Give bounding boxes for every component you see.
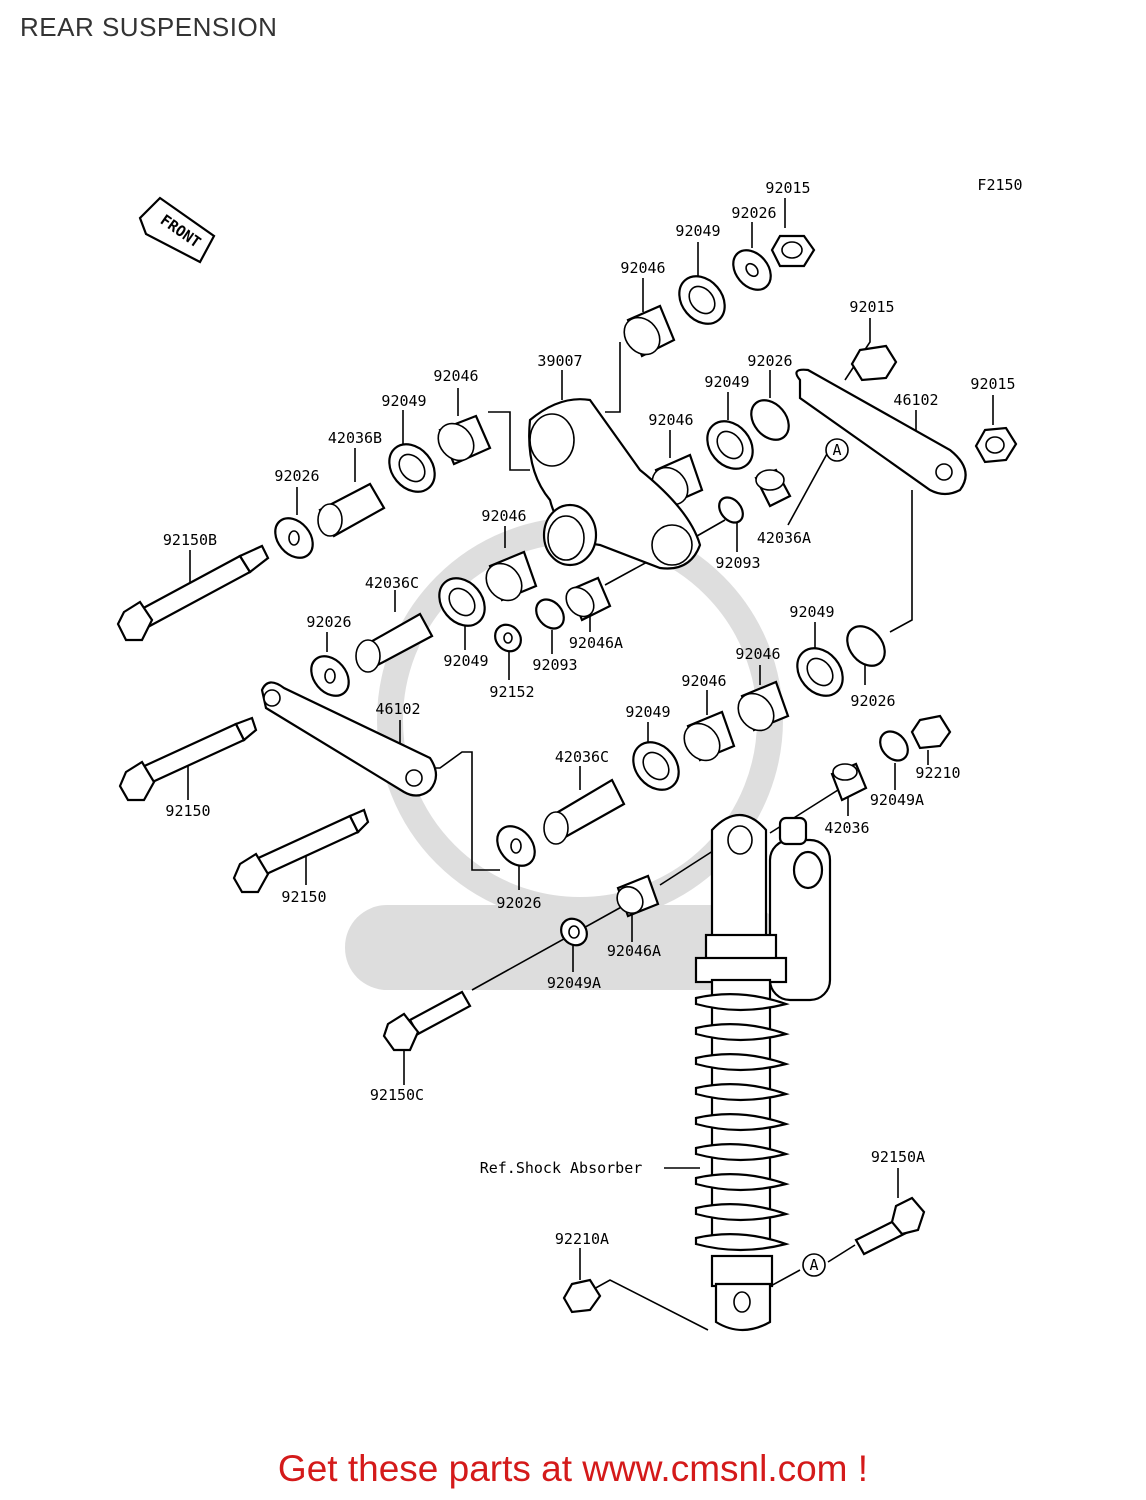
part-label: 92046A xyxy=(569,634,623,652)
ref-marker-lower-label: A xyxy=(809,1256,818,1274)
part-label: 92026 xyxy=(850,692,895,710)
seal-92093-lower xyxy=(535,598,565,630)
part-label: 92049 xyxy=(789,603,834,621)
part-label: 92210 xyxy=(915,764,960,782)
part-label: 92150 xyxy=(165,802,210,820)
shock-absorber xyxy=(694,814,832,1332)
parts-drawing: A A xyxy=(116,234,1018,1332)
part-label: 92046 xyxy=(648,411,693,429)
tie-rod-46102-upper xyxy=(795,368,967,496)
seal-92049-lower-mid xyxy=(632,741,680,791)
part-label: 92093 xyxy=(532,656,577,674)
bearing-92046-upper-left xyxy=(437,414,492,466)
collar-42036C-lower xyxy=(543,778,626,845)
bearing-92046-lower-mid xyxy=(683,710,736,762)
nut-92015-mid xyxy=(850,344,898,382)
ref-marker-upper-label: A xyxy=(832,441,841,459)
diagram-code: F2150 xyxy=(977,176,1022,194)
washer-92026-mid-left xyxy=(310,655,350,697)
part-label: 42036C xyxy=(365,574,419,592)
washer-92026-lower-right xyxy=(846,625,886,667)
part-labels: 92015 92026 92049 92046 92015 39007 9202… xyxy=(163,179,1016,1248)
bearing-92046-mid-left xyxy=(485,550,538,602)
part-label: 92049A xyxy=(547,974,601,992)
collar-42036 xyxy=(830,762,868,802)
watermark-text: WWW.CMSNL.COM xyxy=(506,948,623,966)
part-label: 92046 xyxy=(735,645,780,663)
part-label: 42036C xyxy=(555,748,609,766)
part-label: 39007 xyxy=(537,352,582,370)
bolt-92150B xyxy=(116,544,270,642)
nut-92015-top xyxy=(770,234,816,268)
part-label: 92150 xyxy=(281,888,326,906)
seal-92049A-right xyxy=(879,730,909,762)
part-label: 92046A xyxy=(607,942,661,960)
part-label: 92026 xyxy=(274,467,319,485)
seal-92049-lower-right xyxy=(796,647,844,697)
part-label: 92026 xyxy=(747,352,792,370)
ref-marker-upper: A xyxy=(825,438,849,462)
part-label: 46102 xyxy=(375,700,420,718)
part-label: 92049 xyxy=(704,373,749,391)
nut-92210 xyxy=(910,714,952,750)
seal-92049-mid-left xyxy=(438,577,486,627)
washer-92026-upper-left xyxy=(274,517,314,559)
front-arrow-icon: FRONT xyxy=(138,196,216,264)
washer-92026-lower-left xyxy=(496,825,536,867)
part-label: 46102 xyxy=(893,391,938,409)
collar-42036B xyxy=(317,482,386,538)
bearing-92046A-upper xyxy=(565,576,612,622)
bolt-92150-upper xyxy=(118,716,258,802)
seal-92049-top xyxy=(678,275,726,325)
rocker-arm-39007 xyxy=(528,398,702,570)
part-label: 92152 xyxy=(489,683,534,701)
ref-marker-lower: A xyxy=(802,1253,826,1277)
collar-42036C-upper xyxy=(355,612,434,673)
bolt-92150A xyxy=(854,1196,926,1256)
part-label: 92150C xyxy=(370,1086,424,1104)
part-label: 92026 xyxy=(496,894,541,912)
part-label: 92015 xyxy=(970,375,1015,393)
part-label: 92046 xyxy=(681,672,726,690)
collar-42036A xyxy=(754,468,792,508)
part-label: 92026 xyxy=(731,204,776,222)
part-label: 42036 xyxy=(824,819,869,837)
nut-92210A xyxy=(562,1278,602,1314)
part-label: 92093 xyxy=(715,554,760,572)
bearing-92046A-lower xyxy=(616,874,660,918)
bolt-92150C xyxy=(382,990,472,1052)
part-label: 92015 xyxy=(765,179,810,197)
part-label: 92049 xyxy=(443,652,488,670)
page-title: REAR SUSPENSION xyxy=(20,12,278,42)
seal-92049-upper-left xyxy=(388,443,436,493)
bearing-92046-lower-right xyxy=(737,680,790,732)
nut-92015-right xyxy=(974,426,1018,464)
ref-shock-absorber-label: Ref.Shock Absorber xyxy=(480,1159,643,1177)
seal-92049A-lower xyxy=(560,917,588,947)
part-label: 92046 xyxy=(433,367,478,385)
part-label: 92049 xyxy=(381,392,426,410)
tie-rod-46102-lower xyxy=(260,681,438,797)
part-label: 42036B xyxy=(328,429,382,447)
seal-92093-upper xyxy=(718,496,744,524)
part-label: 92150A xyxy=(871,1148,925,1166)
part-label: 92026 xyxy=(306,613,351,631)
part-label: 92049A xyxy=(870,791,924,809)
part-label: 92046 xyxy=(620,259,665,277)
footer-promo: Get these parts at www.cmsnl.com ! xyxy=(277,1448,869,1489)
washer-92026-top xyxy=(732,249,772,291)
washer-92026-mid xyxy=(750,399,790,441)
part-label: 92015 xyxy=(849,298,894,316)
bearing-92046-top xyxy=(623,304,676,358)
part-label: 92210A xyxy=(555,1230,609,1248)
part-label: 42036A xyxy=(757,529,811,547)
part-label: 92049 xyxy=(625,703,670,721)
seal-92049-mid xyxy=(706,420,754,470)
part-label: 92046 xyxy=(481,507,526,525)
part-label: 92049 xyxy=(675,222,720,240)
washer-92152 xyxy=(494,623,522,653)
part-label: 92150B xyxy=(163,531,217,549)
bolt-92150-lower xyxy=(232,808,370,894)
